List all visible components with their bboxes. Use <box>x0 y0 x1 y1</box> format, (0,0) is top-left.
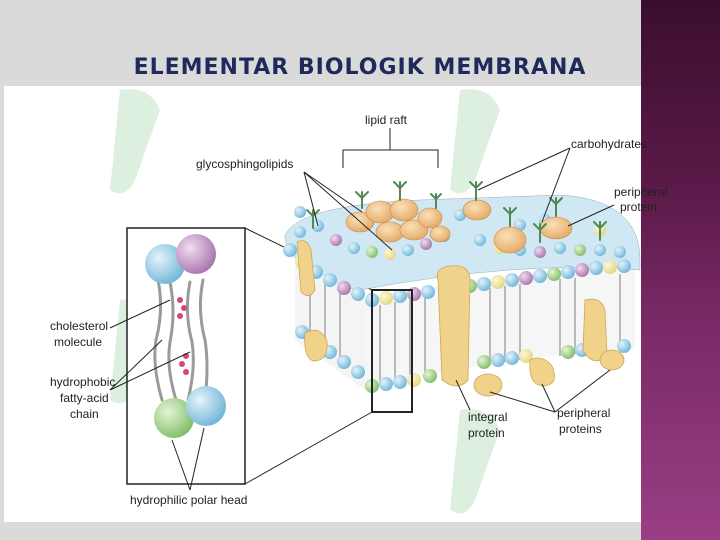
label-peripheral-proteins-line2: proteins <box>559 422 602 436</box>
label-peripheral-proteins-line1: peripheral <box>557 406 610 420</box>
label-cholesterol-line1: cholesterol <box>50 319 108 333</box>
leader-lines <box>109 128 615 491</box>
side-accent-panel <box>641 0 720 540</box>
inset-box <box>126 227 373 485</box>
label-lipid-raft: lipid raft <box>365 113 408 127</box>
label-hydrophobic-line1: hydrophobic <box>50 375 115 389</box>
label-integral-line1: integral <box>468 410 507 424</box>
diagram-labels: lipid raft glycosphingolipids carbohydra… <box>50 113 667 507</box>
label-glycosphingolipids: glycosphingolipids <box>196 157 293 171</box>
label-cholesterol-line2: molecule <box>54 335 102 349</box>
label-hydrophobic-line3: chain <box>70 407 99 421</box>
label-peripheral-protein-line2: protein <box>620 200 657 214</box>
label-hydrophobic-line2: fatty-acid <box>60 391 109 405</box>
membrane-bilayer <box>283 181 641 413</box>
label-hydrophilic-polar-head: hydrophilic polar head <box>130 493 247 507</box>
label-integral-line2: protein <box>468 426 505 440</box>
label-peripheral-protein-line1: peripheral <box>614 185 667 199</box>
label-carbohydrates: carbohydrates <box>571 137 647 151</box>
slide-title: ELEMENTAR BIOLOGIK MEMBRANA <box>133 55 587 80</box>
